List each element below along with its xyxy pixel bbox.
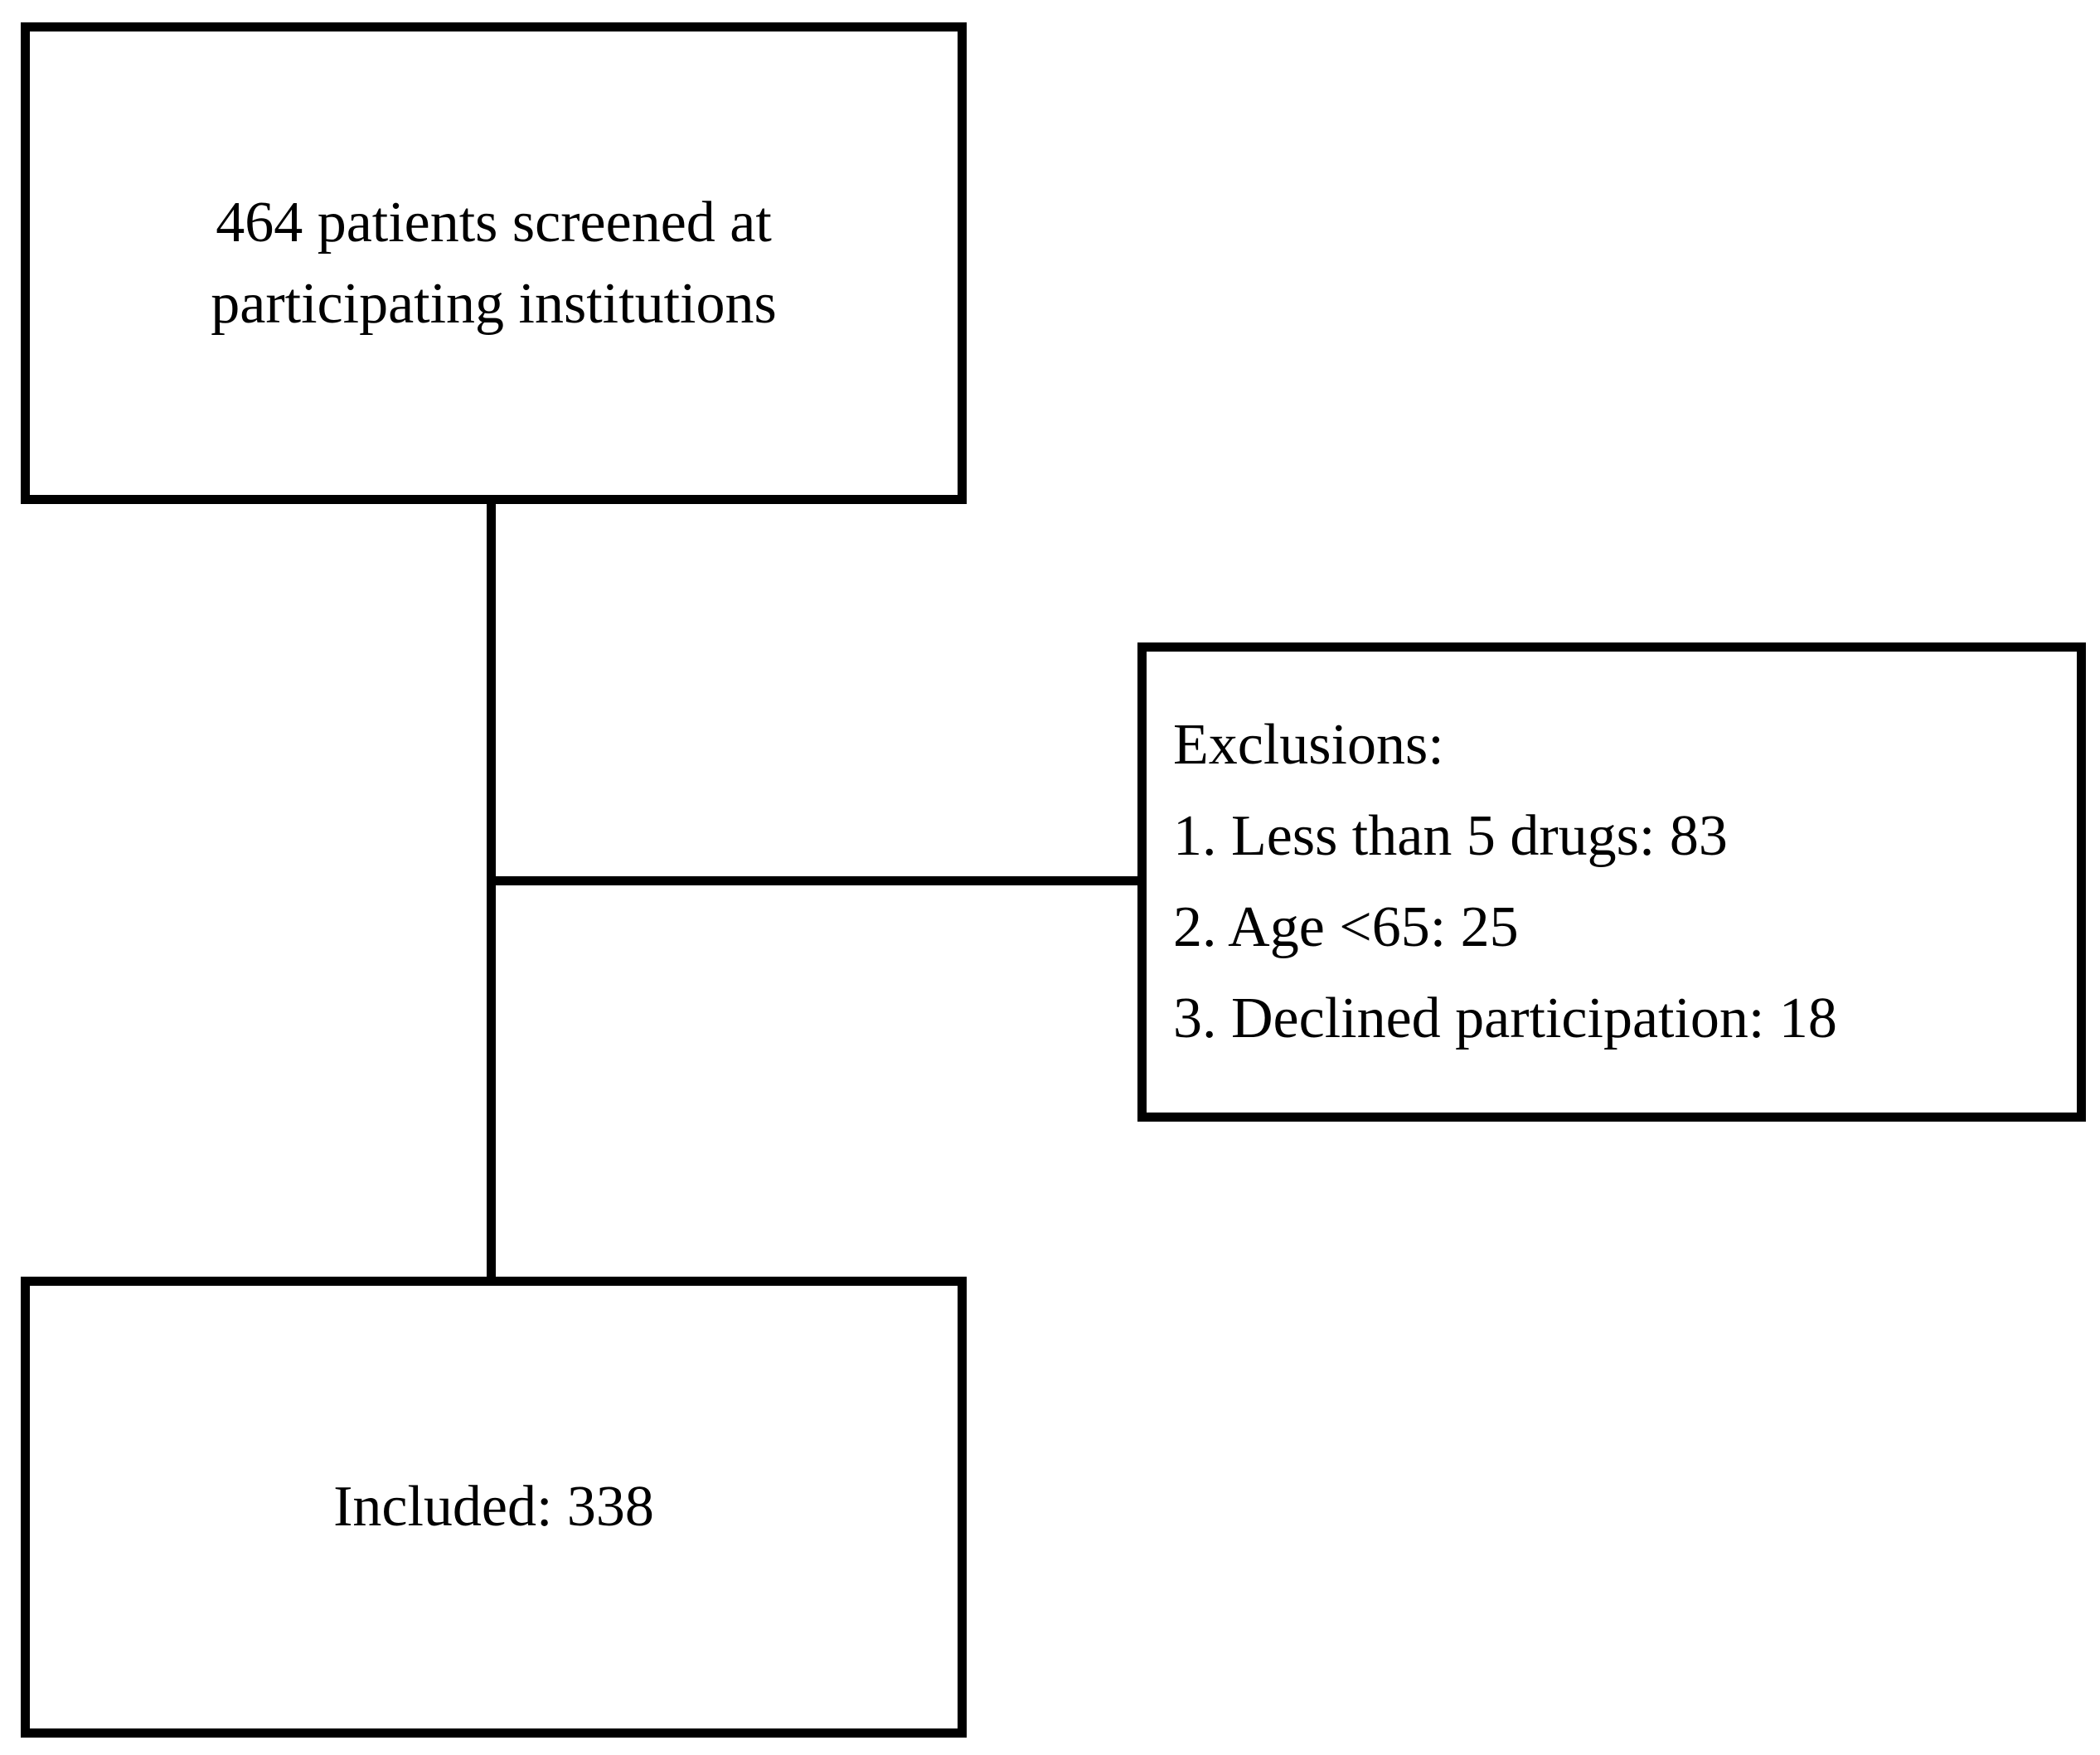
connector-vertical-line: [487, 499, 496, 1282]
included-box: Included: 338: [21, 1277, 967, 1738]
exclusions-title: Exclusions:: [1173, 713, 1444, 777]
screened-box-line1: 464 patients screened at: [216, 190, 772, 255]
included-box-label: Included: 338: [333, 1475, 654, 1539]
screened-patients-box: 464 patients screened at participating i…: [21, 22, 967, 504]
screened-box-line2: participating institutions: [211, 271, 777, 336]
exclusions-box: Exclusions: 1. Less than 5 drugs: 83 2. …: [1137, 642, 2086, 1122]
connector-horizontal-branch: [491, 876, 1146, 885]
exclusion-item-2: 2. Age <65: 25: [1173, 895, 1519, 959]
exclusion-item-1: 1. Less than 5 drugs: 83: [1173, 804, 1728, 868]
exclusion-item-3: 3. Declined participation: 18: [1173, 987, 1837, 1050]
